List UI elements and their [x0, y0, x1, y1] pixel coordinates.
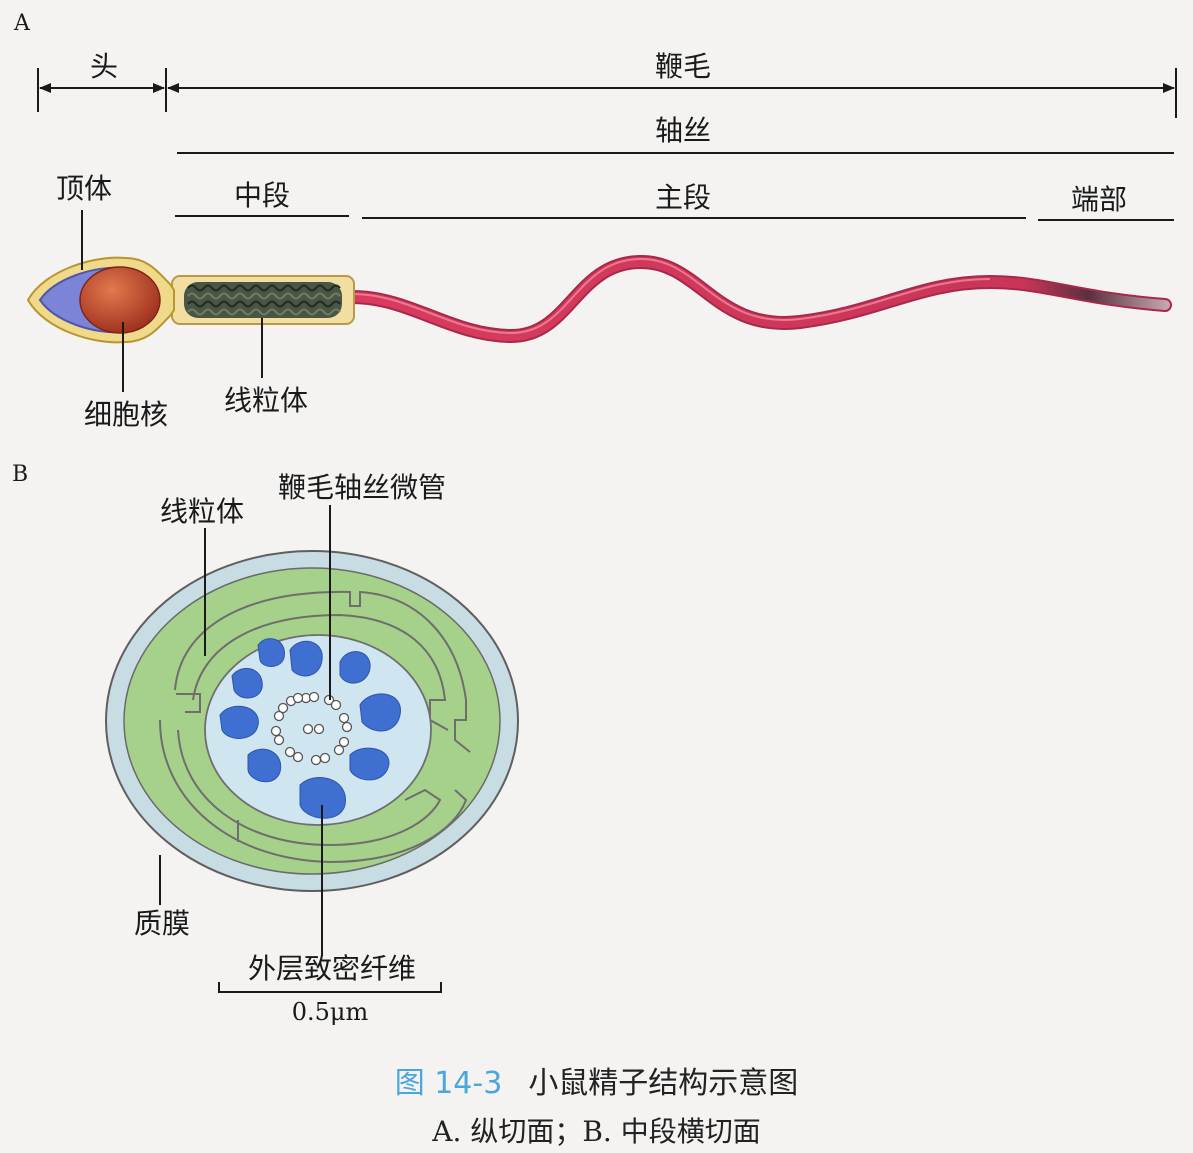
outer-dense-fibers: [219, 638, 401, 819]
microtubule: [292, 692, 304, 704]
central-microtubule: [313, 723, 325, 735]
mitochondria-coil: [184, 282, 342, 318]
dense-fiber: [339, 651, 371, 684]
microtubule: [338, 736, 350, 748]
microtubule: [341, 721, 353, 733]
cross-section: [105, 550, 519, 892]
microtubule: [277, 702, 289, 714]
dense-fiber: [257, 638, 285, 667]
figure-title: 小鼠精子结构示意图: [528, 1066, 799, 1101]
microtubule: [273, 710, 285, 722]
mitochondria-label-a: 线粒体: [224, 384, 308, 417]
dense-fiber: [359, 693, 401, 732]
dense-fiber: [219, 705, 259, 739]
tail-highlight: [351, 257, 991, 335]
panel-b-letter: B: [12, 462, 28, 487]
dense-fiber: [247, 748, 282, 783]
head-label: 头: [90, 50, 118, 83]
microtubule: [330, 699, 342, 711]
axoneme-microtubule-label: 鞭毛轴丝微管: [278, 471, 446, 504]
acrosome-label: 顶体: [56, 172, 112, 205]
microtubule: [273, 734, 285, 746]
nucleus: [79, 266, 161, 334]
flagellum-label: 鞭毛: [655, 50, 711, 83]
microtubule: [338, 712, 350, 724]
dense-fiber: [289, 640, 323, 677]
dense-fiber: [231, 667, 263, 699]
microtubule: [292, 751, 304, 763]
axoneme-microtubules: [270, 691, 353, 766]
microtubule: [308, 691, 320, 703]
microtubule: [270, 725, 282, 737]
end-piece-label: 端部: [1071, 183, 1127, 216]
central-microtubule: [302, 723, 314, 735]
plasma-membrane-label: 质膜: [134, 907, 190, 940]
figure-number: 图 14-3: [394, 1066, 503, 1101]
scale-bar: [218, 982, 442, 993]
scale-bar-label: 0.5μm: [292, 998, 369, 1026]
microtubule: [319, 752, 331, 764]
dense-fiber: [349, 747, 390, 781]
middle-piece-label: 中段: [234, 179, 290, 212]
sperm-structure-diagram: A 头 鞭毛 轴丝 中段 主段 端部 顶体 细胞核 线粒体 B: [12, 11, 1177, 1026]
axoneme-label: 轴丝: [655, 114, 711, 147]
mitochondria-label-b: 线粒体: [160, 495, 244, 528]
microtubule: [284, 746, 296, 758]
principal-piece-label: 主段: [655, 181, 711, 214]
nucleus-label: 细胞核: [84, 398, 168, 431]
outer-dense-fiber-label: 外层致密纤维: [248, 952, 416, 985]
flagellum-tail: [347, 256, 1170, 342]
figure-subtitle: A. 纵切面；B. 中段横切面: [432, 1115, 761, 1148]
microtubule: [310, 754, 322, 766]
panel-a-letter: A: [13, 11, 31, 36]
figure-caption: 图 14-3 小鼠精子结构示意图: [0, 1058, 1193, 1102]
dense-fiber: [299, 777, 346, 819]
microtubule: [333, 744, 345, 756]
